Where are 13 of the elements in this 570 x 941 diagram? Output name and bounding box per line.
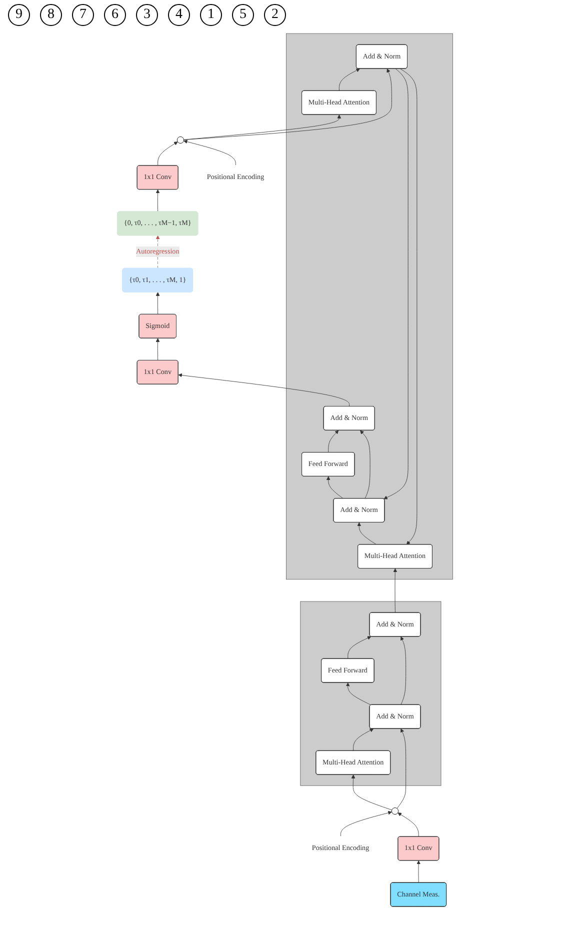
callout-number: 4 xyxy=(168,4,190,26)
callout-number: 6 xyxy=(104,4,126,26)
callout-number: 2 xyxy=(264,4,286,26)
callout-number: 1 xyxy=(200,4,222,26)
cluster xyxy=(286,33,453,580)
cluster xyxy=(300,601,442,786)
callout-number: 5 xyxy=(232,4,254,26)
callout-number: 3 xyxy=(136,4,158,26)
node-circle xyxy=(391,808,399,815)
callout-number: 7 xyxy=(72,4,94,26)
node-circle xyxy=(176,136,184,144)
callout-number: 9 xyxy=(8,4,30,26)
callout-number: 8 xyxy=(40,4,62,26)
